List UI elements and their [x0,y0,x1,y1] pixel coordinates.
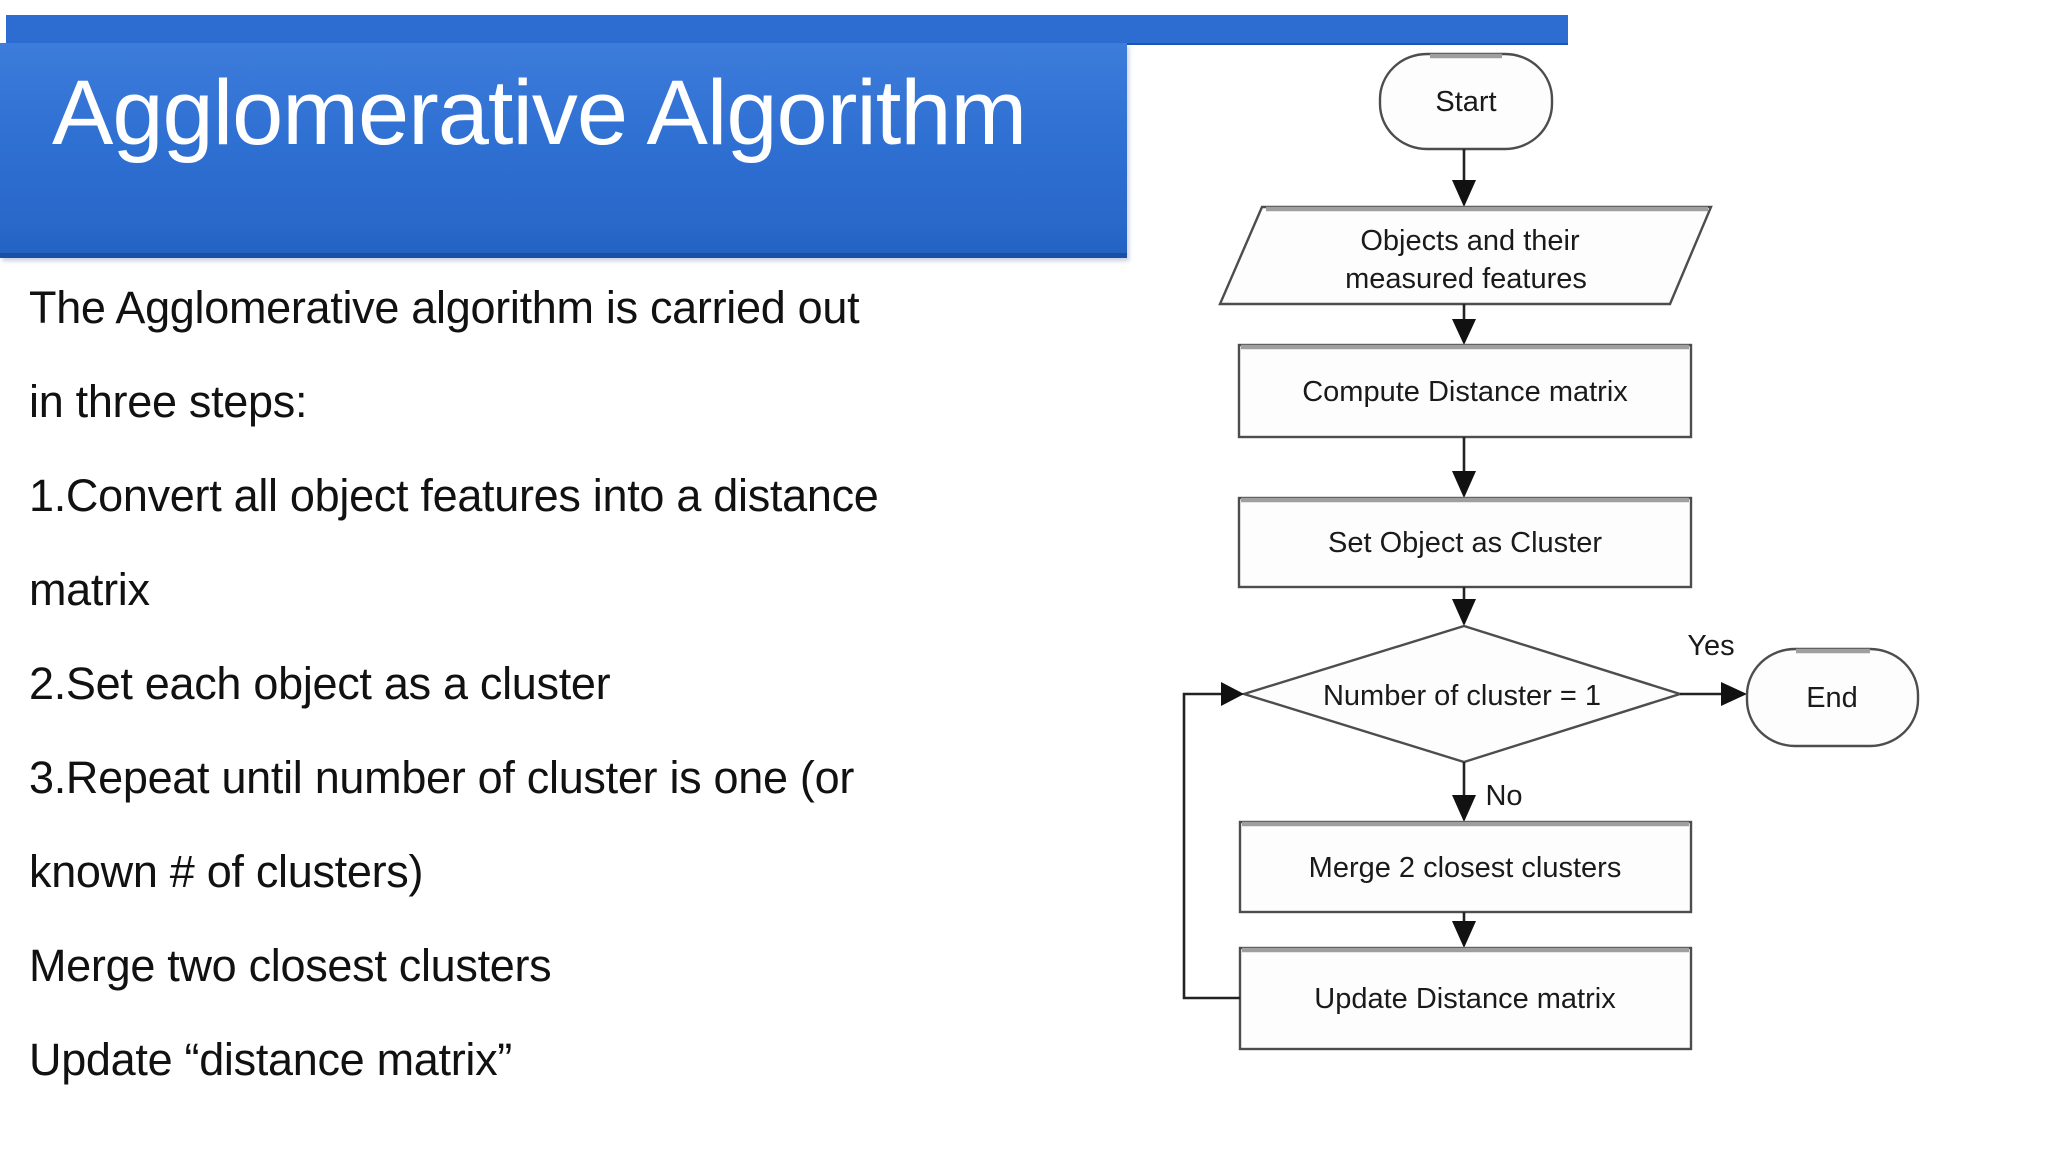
flow-label-yes: Yes [1687,630,1734,662]
page-title: Agglomerative Algorithm [52,62,1027,164]
title-banner: Agglomerative Algorithm [0,43,1127,258]
body-line: The Agglomerative algorithm is carried o… [29,282,860,333]
body-line: matrix [29,564,150,615]
flow-node-end-label: End [1806,682,1858,714]
flow-arrow-set-decision [1452,587,1476,626]
body-line: 2.Set each object as a cluster [29,658,611,709]
flow-node-decision-label: Number of cluster = 1 [1323,680,1601,712]
flow-node-set: Set Object as Cluster [1237,496,1693,589]
flow-node-input-line2: measured features [1345,263,1587,295]
flow-node-input-line1: Objects and their [1360,225,1580,257]
flow-node-set-label: Set Object as Cluster [1328,527,1602,559]
flow-node-merge: Merge 2 closest clusters [1238,820,1693,914]
flowchart-diagram: Start Objects and their measured feature… [1182,52,1920,1051]
body-line: Update “distance matrix” [29,1034,512,1085]
body-line: Merge two closest clusters [29,940,552,991]
flow-node-input: Objects and their measured features [1218,205,1713,306]
body-line: 1.Convert all object features into a dis… [29,470,879,521]
flow-arrow-merge-update [1452,912,1476,948]
flow-node-end: End [1745,647,1920,748]
flow-label-no: No [1485,780,1522,812]
flow-node-compute: Compute Distance matrix [1237,343,1693,439]
flow-node-start-label: Start [1435,86,1496,118]
body-line: in three steps: [29,376,308,427]
flow-arrow-decision-end [1680,682,1747,706]
flow-node-start: Start [1378,52,1554,151]
flow-node-decision: Number of cluster = 1 [1239,624,1684,764]
body-line: 3.Repeat until number of cluster is one … [29,752,855,803]
flow-arrow-loopback [1182,682,1244,1000]
flow-arrow-compute-set [1452,437,1476,498]
body-text-block: The Agglomerative algorithm is carried o… [29,261,1129,1107]
flow-arrow-input-compute [1452,304,1476,345]
body-line: known # of clusters) [29,846,424,897]
flow-arrow-decision-merge [1452,762,1476,822]
flow-node-update-label: Update Distance matrix [1314,983,1616,1015]
flow-node-compute-label: Compute Distance matrix [1302,376,1628,408]
flow-node-merge-label: Merge 2 closest clusters [1309,852,1622,884]
flow-arrow-start-input [1452,149,1476,207]
flow-node-update: Update Distance matrix [1238,946,1693,1051]
